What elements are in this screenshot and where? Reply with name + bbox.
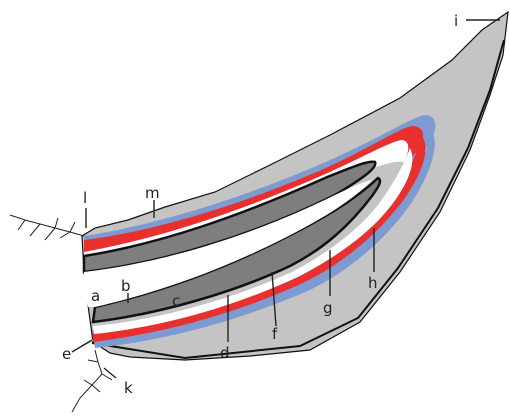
label-e: e <box>62 345 71 363</box>
label-c: c <box>172 292 180 310</box>
label-g: g <box>323 299 333 317</box>
label-l: l <box>83 189 87 207</box>
blue-layer-upper <box>84 115 436 245</box>
core-upper <box>82 160 377 274</box>
red-layer-upper <box>84 126 424 253</box>
label-d: d <box>220 344 230 362</box>
label-a: a <box>91 287 100 305</box>
white-layer-upper <box>84 140 409 258</box>
label-m: m <box>145 184 160 202</box>
label-i: i <box>454 12 458 30</box>
leader-e <box>71 339 93 353</box>
inner-cleft <box>84 180 372 307</box>
label-k: k <box>124 379 133 397</box>
leader-f <box>271 271 277 327</box>
label-h: h <box>368 274 378 292</box>
label-b: b <box>121 277 131 295</box>
outer-sheath-edge <box>91 39 505 360</box>
label-f: f <box>272 325 278 343</box>
red-layer-lower <box>92 136 426 342</box>
white-layer-lower <box>93 148 413 334</box>
frayed-edge-top <box>9 214 85 241</box>
frayed-edge-bottom <box>71 349 113 413</box>
leader-k <box>103 367 117 379</box>
